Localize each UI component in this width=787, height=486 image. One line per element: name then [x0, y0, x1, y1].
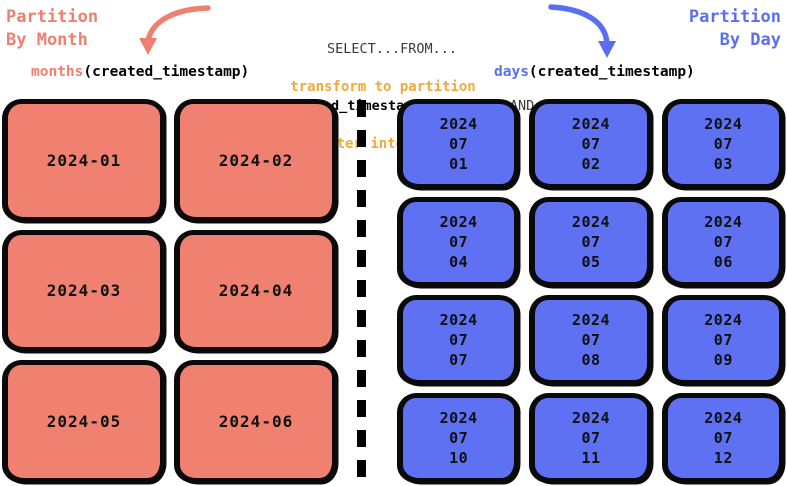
sql-line-select: SELECT...FROM...: [326, 41, 458, 57]
day-partition-grid: 2024 07 01 2024 07 02 2024 07 03 2024 07…: [398, 99, 784, 483]
dashed-divider: [357, 100, 366, 484]
day-partition-card[interactable]: 2024 07 05: [530, 197, 652, 287]
day-partition-card[interactable]: 2024 07 08: [530, 295, 652, 385]
function-label-months: months(created_timestamp): [31, 64, 249, 80]
month-partition-card[interactable]: 2024-01: [3, 99, 165, 222]
month-partition-label: 2024-05: [46, 411, 122, 431]
day-partition-label: 2024 07 01: [439, 114, 478, 174]
function-name-months: months: [31, 64, 84, 80]
day-partition-label: 2024 07 04: [439, 212, 478, 272]
day-partition-card[interactable]: 2024 07 10: [398, 393, 520, 483]
function-name-days: days: [494, 64, 529, 80]
day-partition-label: 2024 07 03: [704, 114, 743, 174]
function-label-days: days(created_timestamp): [494, 64, 695, 80]
day-partition-card[interactable]: 2024 07 11: [530, 393, 652, 483]
month-partition-label: 2024-06: [218, 411, 294, 431]
month-partition-card[interactable]: 2024-03: [3, 229, 165, 353]
function-arg-months: (created_timestamp): [83, 64, 250, 80]
day-partition-card[interactable]: 2024 07 03: [662, 99, 784, 189]
day-partition-card[interactable]: 2024 07 02: [530, 99, 652, 189]
day-partition-card[interactable]: 2024 07 09: [662, 295, 784, 385]
day-partition-card[interactable]: 2024 07 04: [398, 197, 520, 287]
day-partition-card[interactable]: 2024 07 12: [662, 393, 784, 483]
month-partition-label: 2024-04: [218, 281, 294, 301]
day-partition-label: 2024 07 05: [571, 212, 611, 272]
day-partition-card[interactable]: 2024 07 01: [398, 99, 520, 189]
annotation-line-1: transform to partition: [290, 79, 476, 95]
month-partition-label: 2024-03: [46, 281, 122, 301]
month-partition-card[interactable]: 2024-05: [3, 360, 165, 483]
day-partition-label: 2024 07 06: [704, 212, 743, 272]
month-partition-card[interactable]: 2024-02: [175, 99, 337, 222]
day-partition-label: 2024 07 02: [571, 114, 611, 174]
day-partition-label: 2024 07 11: [571, 408, 611, 468]
day-partition-label: 2024 07 07: [439, 310, 478, 370]
month-partition-label: 2024-02: [218, 150, 294, 170]
day-partition-card[interactable]: 2024 07 07: [398, 295, 520, 385]
header: Partition By Month Partition By Day SELE…: [0, 0, 787, 152]
day-partition-label: 2024 07 10: [439, 408, 478, 468]
month-partition-grid: 2024-01 2024-02 2024-03 2024-04 2024-05 …: [3, 99, 337, 483]
function-arg-days: (created_timestamp): [528, 64, 695, 80]
page-title-partition-by-day: Partition By Day: [688, 7, 781, 50]
month-partition-label: 2024-01: [46, 150, 122, 170]
day-partition-card[interactable]: 2024 07 06: [662, 197, 784, 287]
day-partition-label: 2024 07 09: [704, 310, 743, 370]
month-partition-card[interactable]: 2024-06: [175, 360, 337, 483]
page-title-partition-by-month: Partition By Month: [6, 7, 99, 50]
day-partition-label: 2024 07 12: [704, 408, 743, 468]
month-partition-card[interactable]: 2024-04: [175, 229, 337, 353]
day-partition-label: 2024 07 08: [571, 310, 611, 370]
